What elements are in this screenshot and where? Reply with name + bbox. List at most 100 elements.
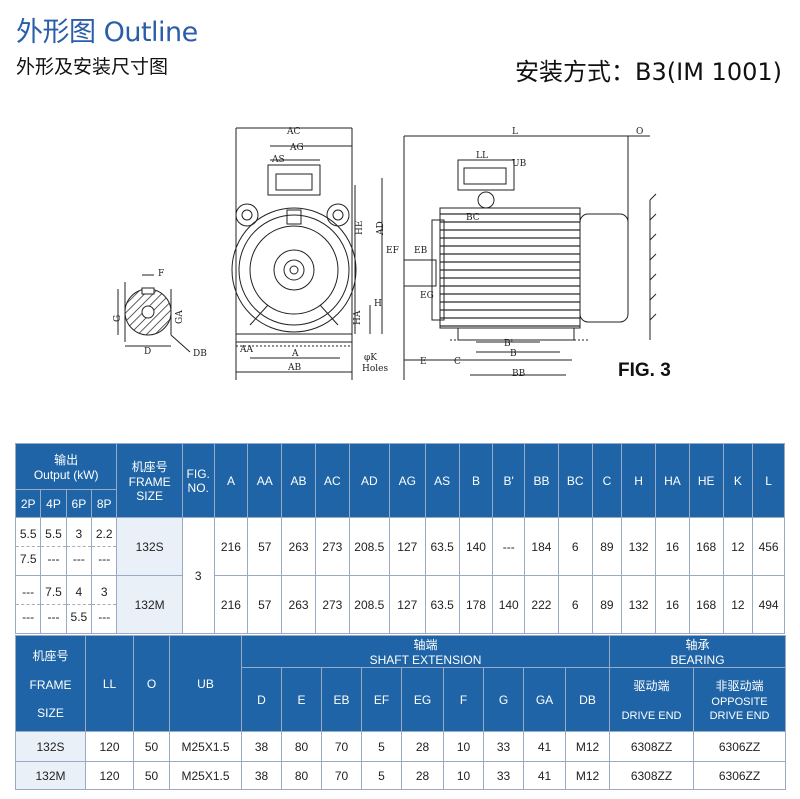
nondrive-header-en1: OPPOSITE — [711, 696, 768, 708]
output-value: 4 — [66, 580, 92, 605]
output-value: 5.5 — [16, 522, 41, 547]
output-value: 2.2 — [92, 522, 117, 547]
value-cell: 63.5 — [424, 575, 460, 634]
value-cell: 33 — [483, 761, 524, 790]
dim-k: φK — [364, 353, 377, 363]
value-cell: 50 — [133, 731, 170, 762]
drive-header-cn: 驱动端 — [633, 679, 670, 693]
mounting-type: 安装方式：B3(IM 1001) — [515, 58, 782, 86]
dim-f: F — [158, 269, 164, 279]
output-value: 7.5 — [19, 552, 37, 566]
table-row: 132M 120 50 M25X1.5 38 80 70 5 28 10 33 … — [15, 761, 787, 790]
value-cell: 6 — [557, 575, 593, 634]
col-header: HA — [655, 443, 690, 518]
value-cell: 80 — [281, 761, 322, 790]
nondrive-header-cn: 非驱动端 — [715, 679, 764, 693]
col-header-ll: LL — [85, 635, 134, 732]
shaft-col-header: EB — [321, 667, 362, 732]
col-header: B — [458, 443, 494, 518]
dim-b: B — [510, 349, 517, 359]
value-cell: 6306ZZ — [693, 731, 787, 762]
motor-side-view — [403, 135, 657, 380]
output-value: 3 — [92, 580, 117, 605]
pole-header: 8P — [91, 489, 118, 518]
value-cell: 127 — [388, 517, 426, 576]
value-cell: 132 — [621, 517, 656, 576]
value-cell: 50 — [133, 761, 170, 790]
frame-header-en1: FRAME — [128, 475, 171, 489]
value-cell: 12 — [722, 575, 754, 634]
dim-d: D — [144, 347, 151, 357]
dim-bprime: B' — [504, 339, 513, 349]
dim-ab: AB — [287, 363, 301, 373]
dim-aa: AA — [239, 345, 253, 355]
output-value: 5.5 — [70, 610, 88, 624]
output-cell: 2.2 --- — [91, 517, 118, 576]
frame-size-header: 机座号 FRAME SIZE — [15, 635, 86, 732]
dim-a: A — [291, 349, 299, 359]
value-cell: M12 — [564, 731, 611, 762]
output-cell: 7.5--- — [40, 575, 67, 634]
shaft-header-en: SHAFT EXTENSION — [369, 653, 482, 667]
shaft-extension-header: 轴端 SHAFT EXTENSION — [240, 635, 611, 668]
shaft-col-header: EF — [361, 667, 402, 732]
output-cell: 3 --- — [91, 575, 118, 634]
col-header: L — [752, 443, 785, 518]
frame-header-en2: SIZE — [37, 706, 64, 720]
value-cell: 208.5 — [348, 517, 390, 576]
value-cell: 70 — [321, 731, 362, 762]
motor-front-view — [231, 127, 383, 380]
value-cell: 16 — [655, 575, 690, 634]
value-cell: 38 — [241, 761, 282, 790]
output-cell: 3--- — [65, 517, 93, 576]
table-row: 132S 120 50 M25X1.5 38 80 70 5 28 10 33 … — [15, 731, 787, 762]
col-header: AB — [281, 443, 316, 518]
output-header-en: Output (kW) — [33, 468, 99, 482]
shaft-section-view — [117, 274, 191, 353]
dim-as: AS — [271, 155, 285, 165]
value-cell: 5 — [361, 731, 402, 762]
output-value: --- — [47, 552, 60, 566]
dim-bc: BC — [466, 213, 480, 223]
value-cell: 6306ZZ — [693, 761, 787, 790]
shaft-header-cn: 轴端 — [413, 638, 438, 652]
output-value: --- — [98, 610, 111, 624]
fig-cell: 3 — [181, 517, 215, 634]
value-cell: 178 — [458, 575, 494, 634]
value-cell: 132 — [621, 575, 656, 634]
frame-header-en1: FRAME — [29, 678, 72, 692]
dim-eb: EB — [414, 246, 428, 256]
value-cell: 216 — [213, 575, 249, 634]
value-cell: 208.5 — [348, 575, 390, 634]
dim-ag: AG — [289, 143, 304, 153]
value-cell: 273 — [314, 575, 350, 634]
dim-ha: HA — [353, 310, 363, 325]
value-cell: 263 — [281, 575, 316, 634]
output-value: --- — [98, 552, 111, 566]
drive-header-en: DRIVE END — [621, 710, 682, 722]
nondrive-header-en2: DRIVE END — [709, 710, 770, 722]
value-cell: 12 — [722, 517, 754, 576]
value-cell: 120 — [85, 761, 134, 790]
motor-outline-drawing: AC AG AS HE AD H HA AA A AB φK Holes L O… — [113, 127, 657, 380]
non-drive-end-header: 非驱动端 OPPOSITE DRIVE END — [693, 667, 787, 732]
shaft-col-header: D — [241, 667, 282, 732]
value-cell: 16 — [655, 517, 690, 576]
pole-header: 2P — [14, 489, 42, 518]
value-cell: 184 — [524, 517, 559, 576]
shaft-col-header: F — [443, 667, 484, 732]
value-cell: 10 — [443, 731, 484, 762]
output-cell: ------ — [14, 575, 42, 634]
output-value: 3 — [66, 522, 92, 547]
value-cell: 140 — [458, 517, 494, 576]
shaft-col-header: GA — [523, 667, 566, 732]
dimension-table-main: 输出 Output (kW) 机座号 FRAME SIZE FIG. NO. A… — [14, 443, 785, 634]
dim-db: DB — [193, 349, 207, 359]
output-value: 5.5 — [41, 522, 66, 547]
dim-l: L — [512, 127, 518, 137]
frame-cell: 132S — [15, 731, 86, 762]
value-cell: 6308ZZ — [609, 761, 695, 790]
value-cell: 127 — [388, 575, 426, 634]
